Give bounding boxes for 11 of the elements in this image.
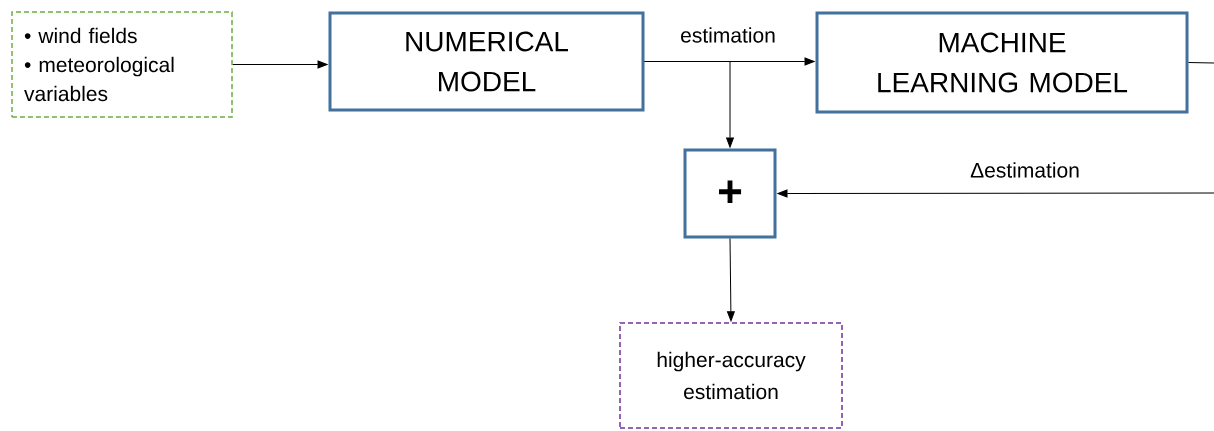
arrow [232, 60, 328, 69]
input-box: • wind fields • meteorological variables [11, 11, 233, 118]
process-box: NUMERICAL MODEL [328, 11, 645, 112]
arrow [726, 238, 735, 322]
process-box: MACHINE LEARNING MODEL [815, 11, 1189, 114]
edge-label: Δestimation [969, 161, 1081, 179]
arrow [777, 189, 1214, 198]
edge-label: estimation [679, 26, 777, 44]
arrow [644, 61, 734, 148]
sum-box: + [683, 148, 777, 239]
output-box: higher-accuracy estimation [619, 322, 843, 429]
